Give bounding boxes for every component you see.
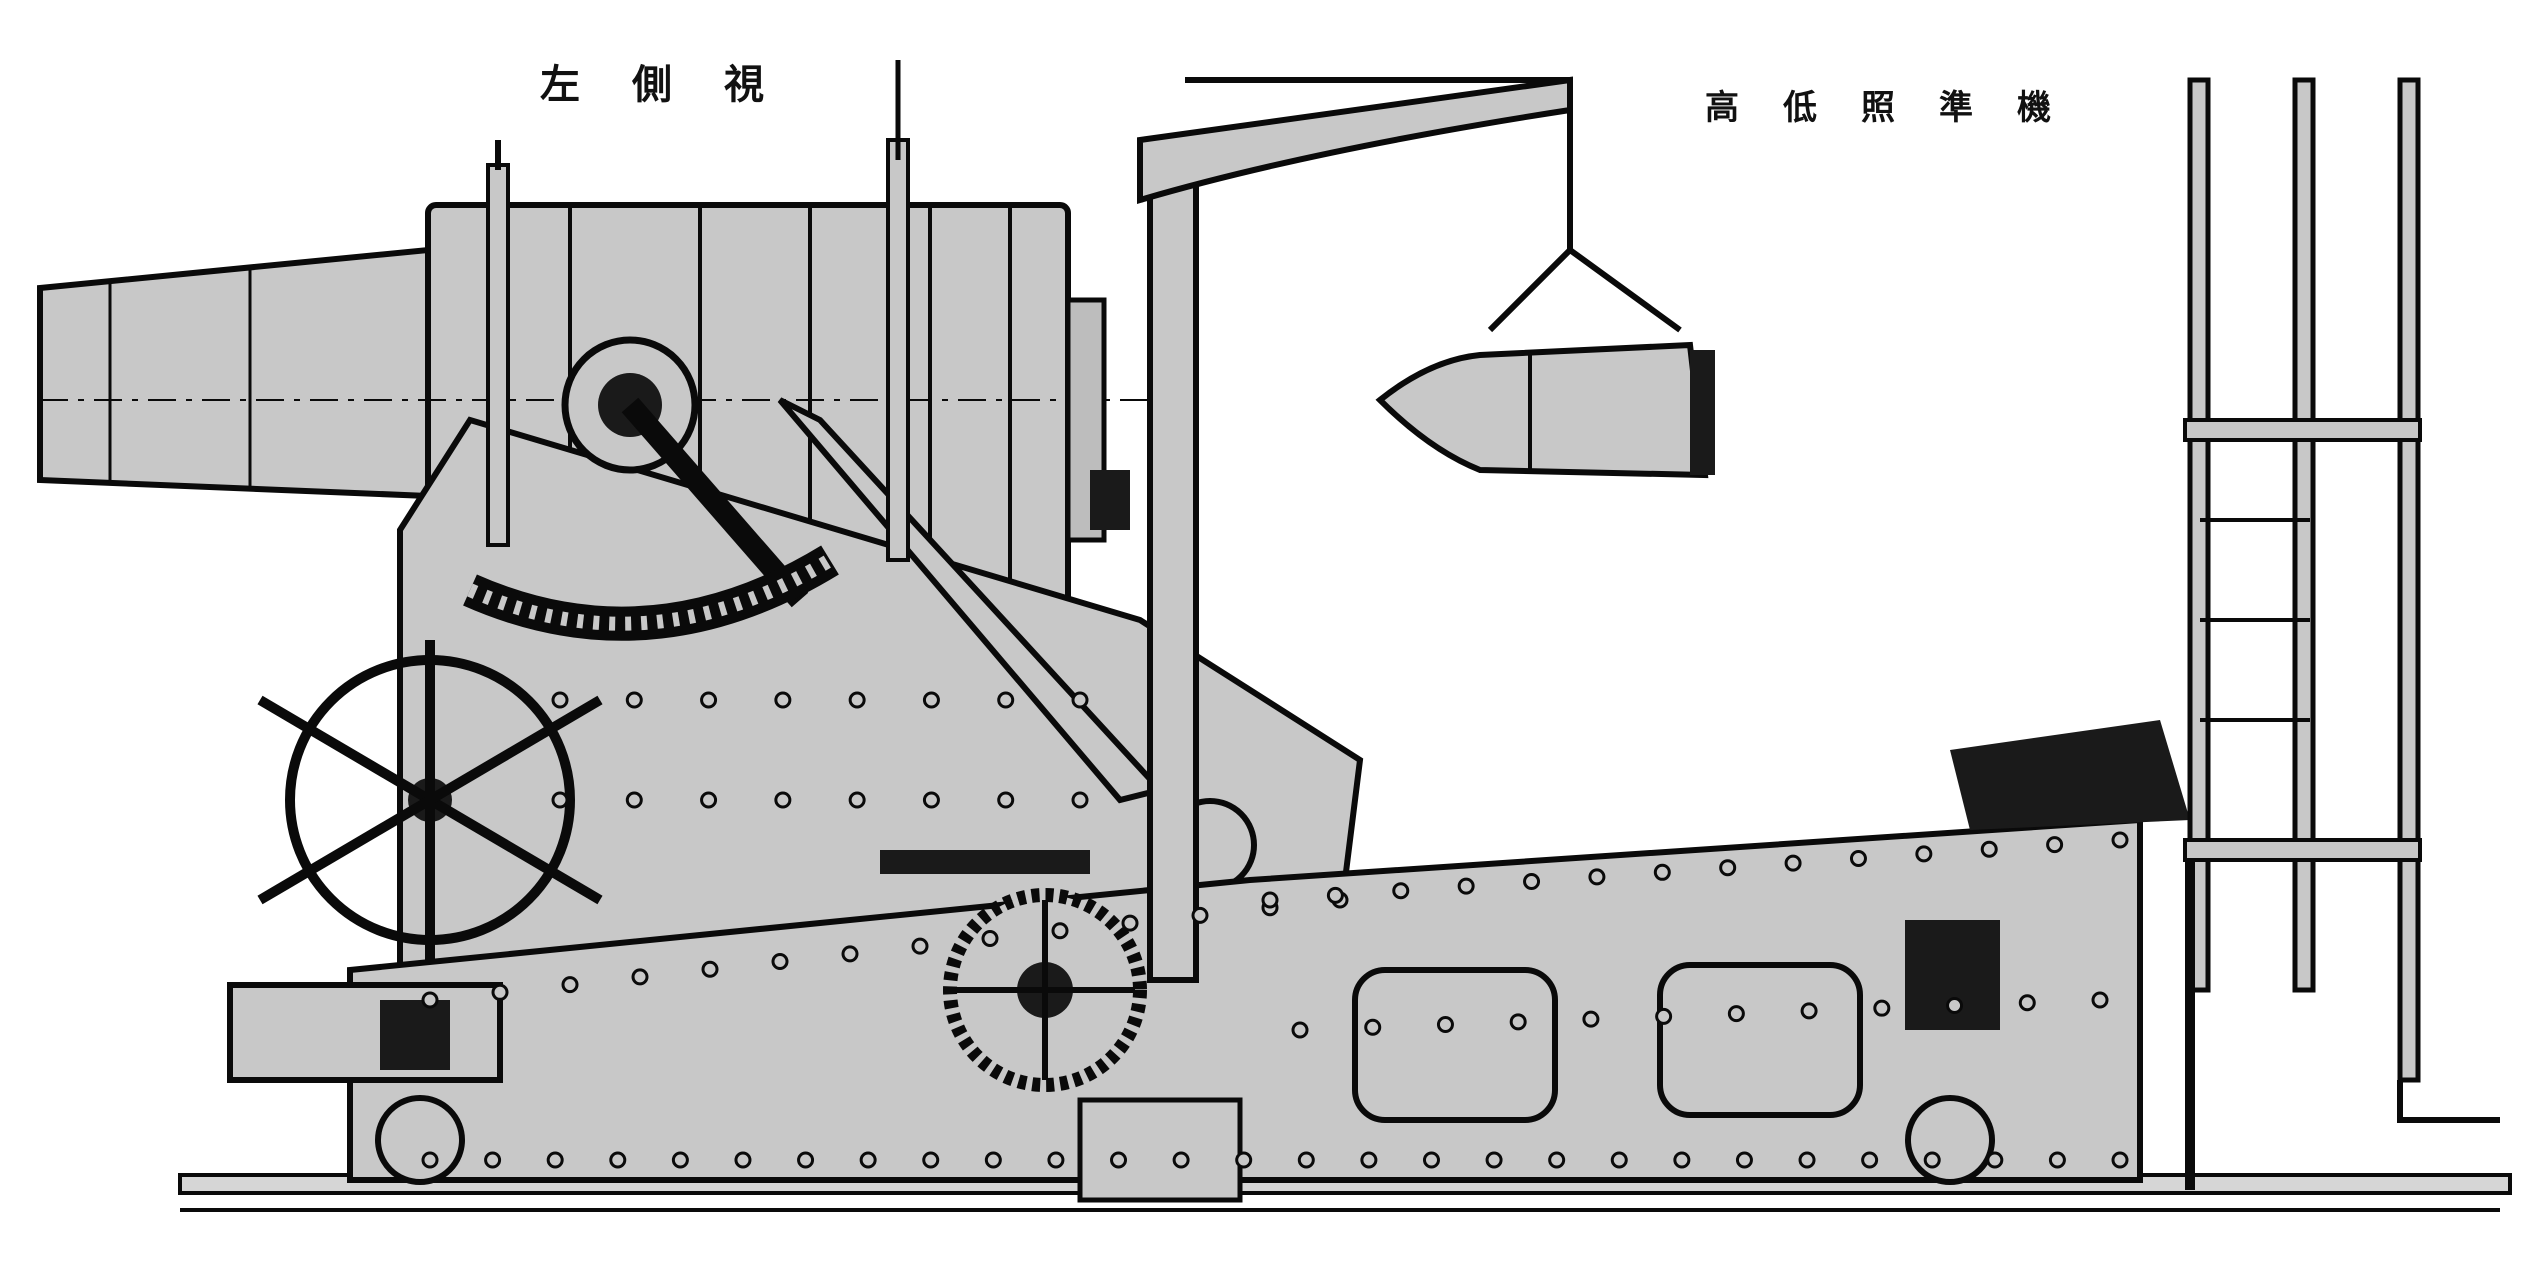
rivet bbox=[774, 691, 792, 709]
view-label-left-side: 左側視 bbox=[540, 61, 816, 108]
rivet bbox=[797, 1151, 815, 1169]
rivet bbox=[625, 791, 643, 809]
rivet bbox=[1798, 1151, 1816, 1169]
elevating-posts bbox=[486, 60, 910, 562]
rivet bbox=[625, 691, 643, 709]
rivet bbox=[1071, 791, 1089, 809]
rivet bbox=[774, 791, 792, 809]
rivet bbox=[491, 983, 509, 1001]
rivet bbox=[1110, 1151, 1128, 1169]
rivet bbox=[848, 791, 866, 809]
rivet bbox=[1873, 999, 1891, 1017]
rivet bbox=[1457, 877, 1475, 895]
rivet bbox=[1727, 1005, 1745, 1023]
rivets bbox=[421, 691, 2129, 1169]
rivet bbox=[1673, 1151, 1691, 1169]
rivet bbox=[561, 976, 579, 994]
rivet bbox=[1047, 1151, 1065, 1169]
rivet bbox=[551, 691, 569, 709]
cradle-trunnion bbox=[397, 336, 1364, 1003]
rivet bbox=[2111, 1151, 2129, 1169]
rivet bbox=[1980, 840, 1998, 858]
rivet bbox=[1946, 996, 1964, 1014]
rivet bbox=[1719, 859, 1737, 877]
rivet bbox=[1548, 1151, 1566, 1169]
rivet bbox=[1588, 868, 1606, 886]
rivet bbox=[1849, 849, 1867, 867]
rivet bbox=[997, 691, 1015, 709]
rivet bbox=[1261, 891, 1279, 909]
rivet bbox=[1610, 1151, 1628, 1169]
rivet bbox=[1784, 854, 1802, 872]
rivet bbox=[922, 1151, 940, 1169]
rivet bbox=[922, 791, 940, 809]
rivet bbox=[700, 791, 718, 809]
rivet bbox=[2046, 836, 2064, 854]
rivet bbox=[2048, 1151, 2066, 1169]
rivet bbox=[1582, 1010, 1600, 1028]
rivet bbox=[546, 1151, 564, 1169]
rivet bbox=[911, 937, 929, 955]
rear-platform-ladder bbox=[2183, 77, 2500, 1190]
shell bbox=[1375, 341, 1715, 479]
rivet bbox=[1235, 1151, 1253, 1169]
rivet bbox=[984, 1151, 1002, 1169]
rivet bbox=[1923, 1151, 1941, 1169]
rivet bbox=[1291, 1021, 1309, 1039]
rivet bbox=[922, 691, 940, 709]
rivet bbox=[484, 1151, 502, 1169]
rivet bbox=[848, 691, 866, 709]
rivet bbox=[1653, 863, 1671, 881]
rivet bbox=[1297, 1151, 1315, 1169]
sight-mechanism-label: 高低照準機 bbox=[1705, 88, 2095, 128]
elevating-gear bbox=[880, 850, 1243, 1203]
rivet bbox=[1121, 914, 1139, 932]
rivet bbox=[700, 691, 718, 709]
rivet bbox=[1172, 1151, 1190, 1169]
rivet bbox=[2018, 994, 2036, 1012]
rivet bbox=[1485, 1151, 1503, 1169]
rivet bbox=[841, 945, 859, 963]
rivet bbox=[631, 968, 649, 986]
rivet bbox=[1360, 1151, 1378, 1169]
rivet bbox=[981, 929, 999, 947]
rivet bbox=[1915, 845, 1933, 863]
rivet bbox=[1071, 691, 1089, 709]
rivet bbox=[859, 1151, 877, 1169]
rivet bbox=[1392, 882, 1410, 900]
rivet bbox=[771, 953, 789, 971]
rivet bbox=[551, 791, 569, 809]
rivet bbox=[997, 791, 1015, 809]
rivet bbox=[1191, 906, 1209, 924]
rivet bbox=[609, 1151, 627, 1169]
rivet bbox=[1655, 1007, 1673, 1025]
rivet bbox=[1326, 886, 1344, 904]
rivet bbox=[1861, 1151, 1879, 1169]
rivet bbox=[1364, 1018, 1382, 1036]
rivet bbox=[701, 960, 719, 978]
rivet bbox=[2091, 991, 2109, 1009]
rivet bbox=[421, 991, 439, 1009]
rivet bbox=[1422, 1151, 1440, 1169]
rivet bbox=[421, 1151, 439, 1169]
rivet bbox=[671, 1151, 689, 1169]
rivet bbox=[1509, 1013, 1527, 1031]
rivet bbox=[734, 1151, 752, 1169]
rivet bbox=[1735, 1151, 1753, 1169]
rivet bbox=[1051, 922, 1069, 940]
loading-crane bbox=[1137, 76, 1682, 983]
rivet bbox=[1523, 873, 1541, 891]
rivet bbox=[2111, 831, 2129, 849]
rivet bbox=[1986, 1151, 2004, 1169]
rivet bbox=[1436, 1016, 1454, 1034]
traversing-handwheel bbox=[257, 640, 603, 960]
rivet bbox=[1800, 1002, 1818, 1020]
